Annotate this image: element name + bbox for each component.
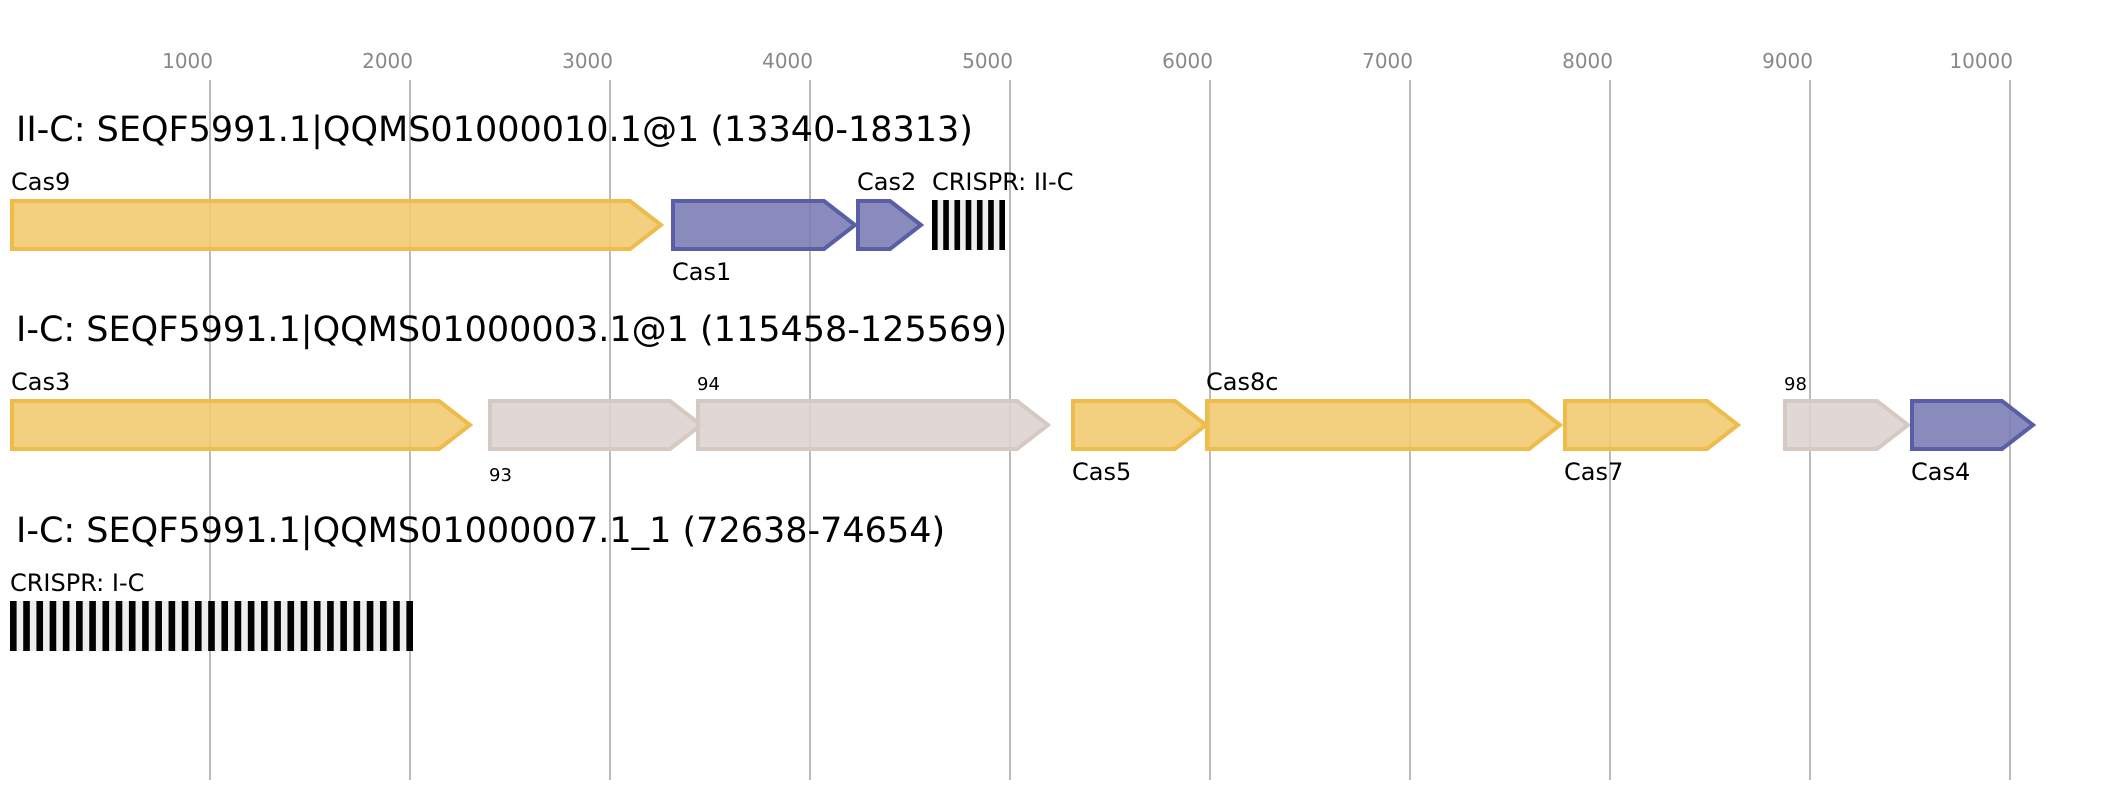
crispr-repeat	[393, 601, 400, 651]
locus-title: II-C: SEQF5991.1|QQMS01000010.1@1 (13340…	[16, 110, 973, 150]
locus-title: I-C: SEQF5991.1|QQMS01000007.1_1 (72638-…	[16, 511, 945, 551]
crispr-repeat	[36, 601, 44, 651]
gene-label: 94	[697, 374, 720, 395]
gene-93[interactable]: 93	[488, 399, 705, 486]
crispr-repeat	[10, 601, 17, 651]
crispr-repeat	[954, 200, 961, 250]
locus-row: II-C: SEQF5991.1|QQMS01000010.1@1 (13340…	[10, 110, 1073, 286]
crispr-repeat	[932, 200, 938, 250]
gene-cas5[interactable]: Cas5	[1071, 399, 1210, 486]
locus-row: I-C: SEQF5991.1|QQMS01000007.1_1 (72638-…	[10, 511, 945, 651]
crispr-repeat	[965, 200, 972, 250]
crispr-repeat	[327, 601, 334, 651]
crispr-repeat	[274, 601, 281, 651]
crispr-repeat	[261, 601, 268, 651]
crispr-repeat	[181, 601, 189, 651]
crispr-label: CRISPR: II-C	[932, 168, 1073, 196]
gene-arrow[interactable]	[1205, 399, 1564, 451]
gene-arrow[interactable]	[696, 399, 1052, 451]
crispr-array[interactable]: CRISPR: II-C	[932, 168, 1073, 250]
crispr-repeat	[208, 601, 215, 651]
crispr-repeat	[89, 601, 96, 651]
gene-arrow[interactable]	[856, 199, 925, 251]
tick-label: 10000	[1949, 49, 2013, 73]
gene-cas1[interactable]: Cas1	[671, 199, 859, 286]
tick-label: 3000	[562, 49, 613, 73]
gene-cas4[interactable]: Cas4	[1910, 399, 2037, 486]
crispr-repeat	[115, 601, 123, 651]
gene-label: Cas8c	[1206, 368, 1278, 396]
gene-label: Cas7	[1564, 458, 1623, 486]
crispr-repeat	[353, 601, 361, 651]
tick-label: 5000	[962, 49, 1013, 73]
crispr-repeat	[23, 601, 30, 651]
gene-arrow[interactable]	[1071, 399, 1210, 451]
gene-arrow[interactable]	[671, 199, 859, 251]
gene-arrow[interactable]	[10, 399, 474, 451]
gene-cas7[interactable]: Cas7	[1563, 399, 1742, 486]
crispr-repeat	[976, 200, 983, 250]
gene-arrow[interactable]	[1783, 399, 1912, 451]
crispr-repeat	[49, 601, 57, 651]
crispr-repeat	[247, 601, 255, 651]
tick-label: 6000	[1162, 49, 1213, 73]
crispr-repeat	[287, 601, 295, 651]
gene-label: Cas4	[1911, 458, 1970, 486]
gene-cas2[interactable]: Cas2	[856, 168, 925, 251]
gene-label: Cas1	[672, 258, 731, 286]
crispr-repeat	[102, 601, 110, 651]
crispr-repeat	[943, 200, 949, 250]
gene-arrow[interactable]	[488, 399, 705, 451]
gene-label: Cas3	[11, 368, 70, 396]
gene-label: 98	[1784, 374, 1807, 395]
gene-label: 93	[489, 465, 512, 486]
crispr-repeat	[194, 601, 202, 651]
crispr-array[interactable]: CRISPR: I-C	[10, 569, 413, 651]
crispr-repeat	[221, 601, 229, 651]
gene-label: Cas9	[11, 168, 70, 196]
locus-row: I-C: SEQF5991.1|QQMS01000003.1@1 (115458…	[10, 310, 2037, 486]
tick-label: 7000	[1362, 49, 1413, 73]
crispr-repeat	[379, 601, 387, 651]
gene-cas3[interactable]: Cas3	[10, 368, 474, 451]
crispr-repeat	[300, 601, 308, 651]
locus-title: I-C: SEQF5991.1|QQMS01000003.1@1 (115458…	[16, 310, 1007, 350]
tick-label: 8000	[1562, 49, 1613, 73]
gene-arrow[interactable]	[10, 199, 665, 251]
rows-layer: II-C: SEQF5991.1|QQMS01000010.1@1 (13340…	[10, 110, 2037, 651]
gene-cas8c[interactable]: Cas8c	[1205, 368, 1564, 451]
crispr-repeat	[142, 601, 149, 651]
tick-label: 1000	[162, 49, 213, 73]
crispr-repeat	[999, 200, 1005, 250]
gene-94[interactable]: 94	[696, 374, 1052, 451]
crispr-repeat	[168, 601, 176, 651]
tick-label: 9000	[1762, 49, 1813, 73]
gene-98[interactable]: 98	[1783, 374, 1912, 451]
crispr-repeat	[76, 601, 83, 651]
crispr-repeat	[62, 601, 70, 651]
gene-label: Cas2	[857, 168, 916, 196]
crispr-repeat	[234, 601, 242, 651]
crispr-repeat	[128, 601, 136, 651]
crispr-repeat	[155, 601, 162, 651]
gene-label: Cas5	[1072, 458, 1131, 486]
gene-arrow[interactable]	[1563, 399, 1742, 451]
crispr-label: CRISPR: I-C	[10, 569, 144, 597]
gene-cas9[interactable]: Cas9	[10, 168, 665, 251]
crispr-repeat	[340, 601, 347, 651]
tick-label: 4000	[762, 49, 813, 73]
crispr-repeat	[406, 601, 413, 651]
crispr-repeat	[366, 601, 374, 651]
crispr-repeat	[988, 200, 994, 250]
gene-arrow[interactable]	[1910, 399, 2037, 451]
tick-label: 2000	[362, 49, 413, 73]
crispr-repeat	[313, 601, 321, 651]
